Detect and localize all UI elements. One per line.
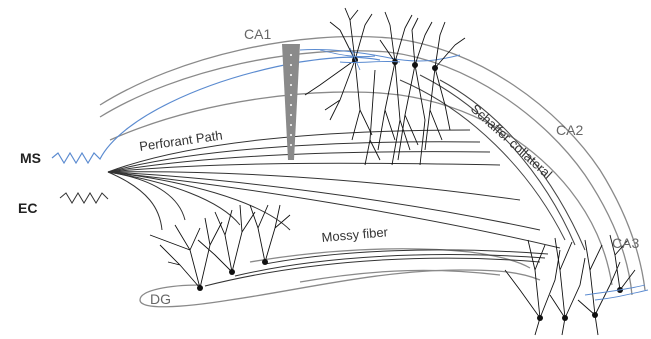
ca3-label: CA3 [612,235,639,251]
perforant-path-label: Perforant Path [138,127,223,154]
ms-label: MS [20,150,41,166]
ca2-label: CA2 [556,122,583,138]
schaffer-collateral-label: Schaffer collateral [468,101,555,182]
mossy-fiber-label: Mossy fiber [321,224,389,245]
ca-outline [100,37,645,295]
dg-granule-cells [150,205,290,288]
dg-label: DG [150,291,171,307]
mossy-fiber-axons [205,250,548,286]
ca3-ms-terminals [585,285,648,300]
ec-label: EC [18,200,37,216]
dg-outline [140,249,540,307]
schaffer-collateral-fibers [400,75,585,250]
ca1-label: CA1 [244,26,271,42]
electrode [282,44,300,160]
perforant-path-fibers [60,130,560,248]
